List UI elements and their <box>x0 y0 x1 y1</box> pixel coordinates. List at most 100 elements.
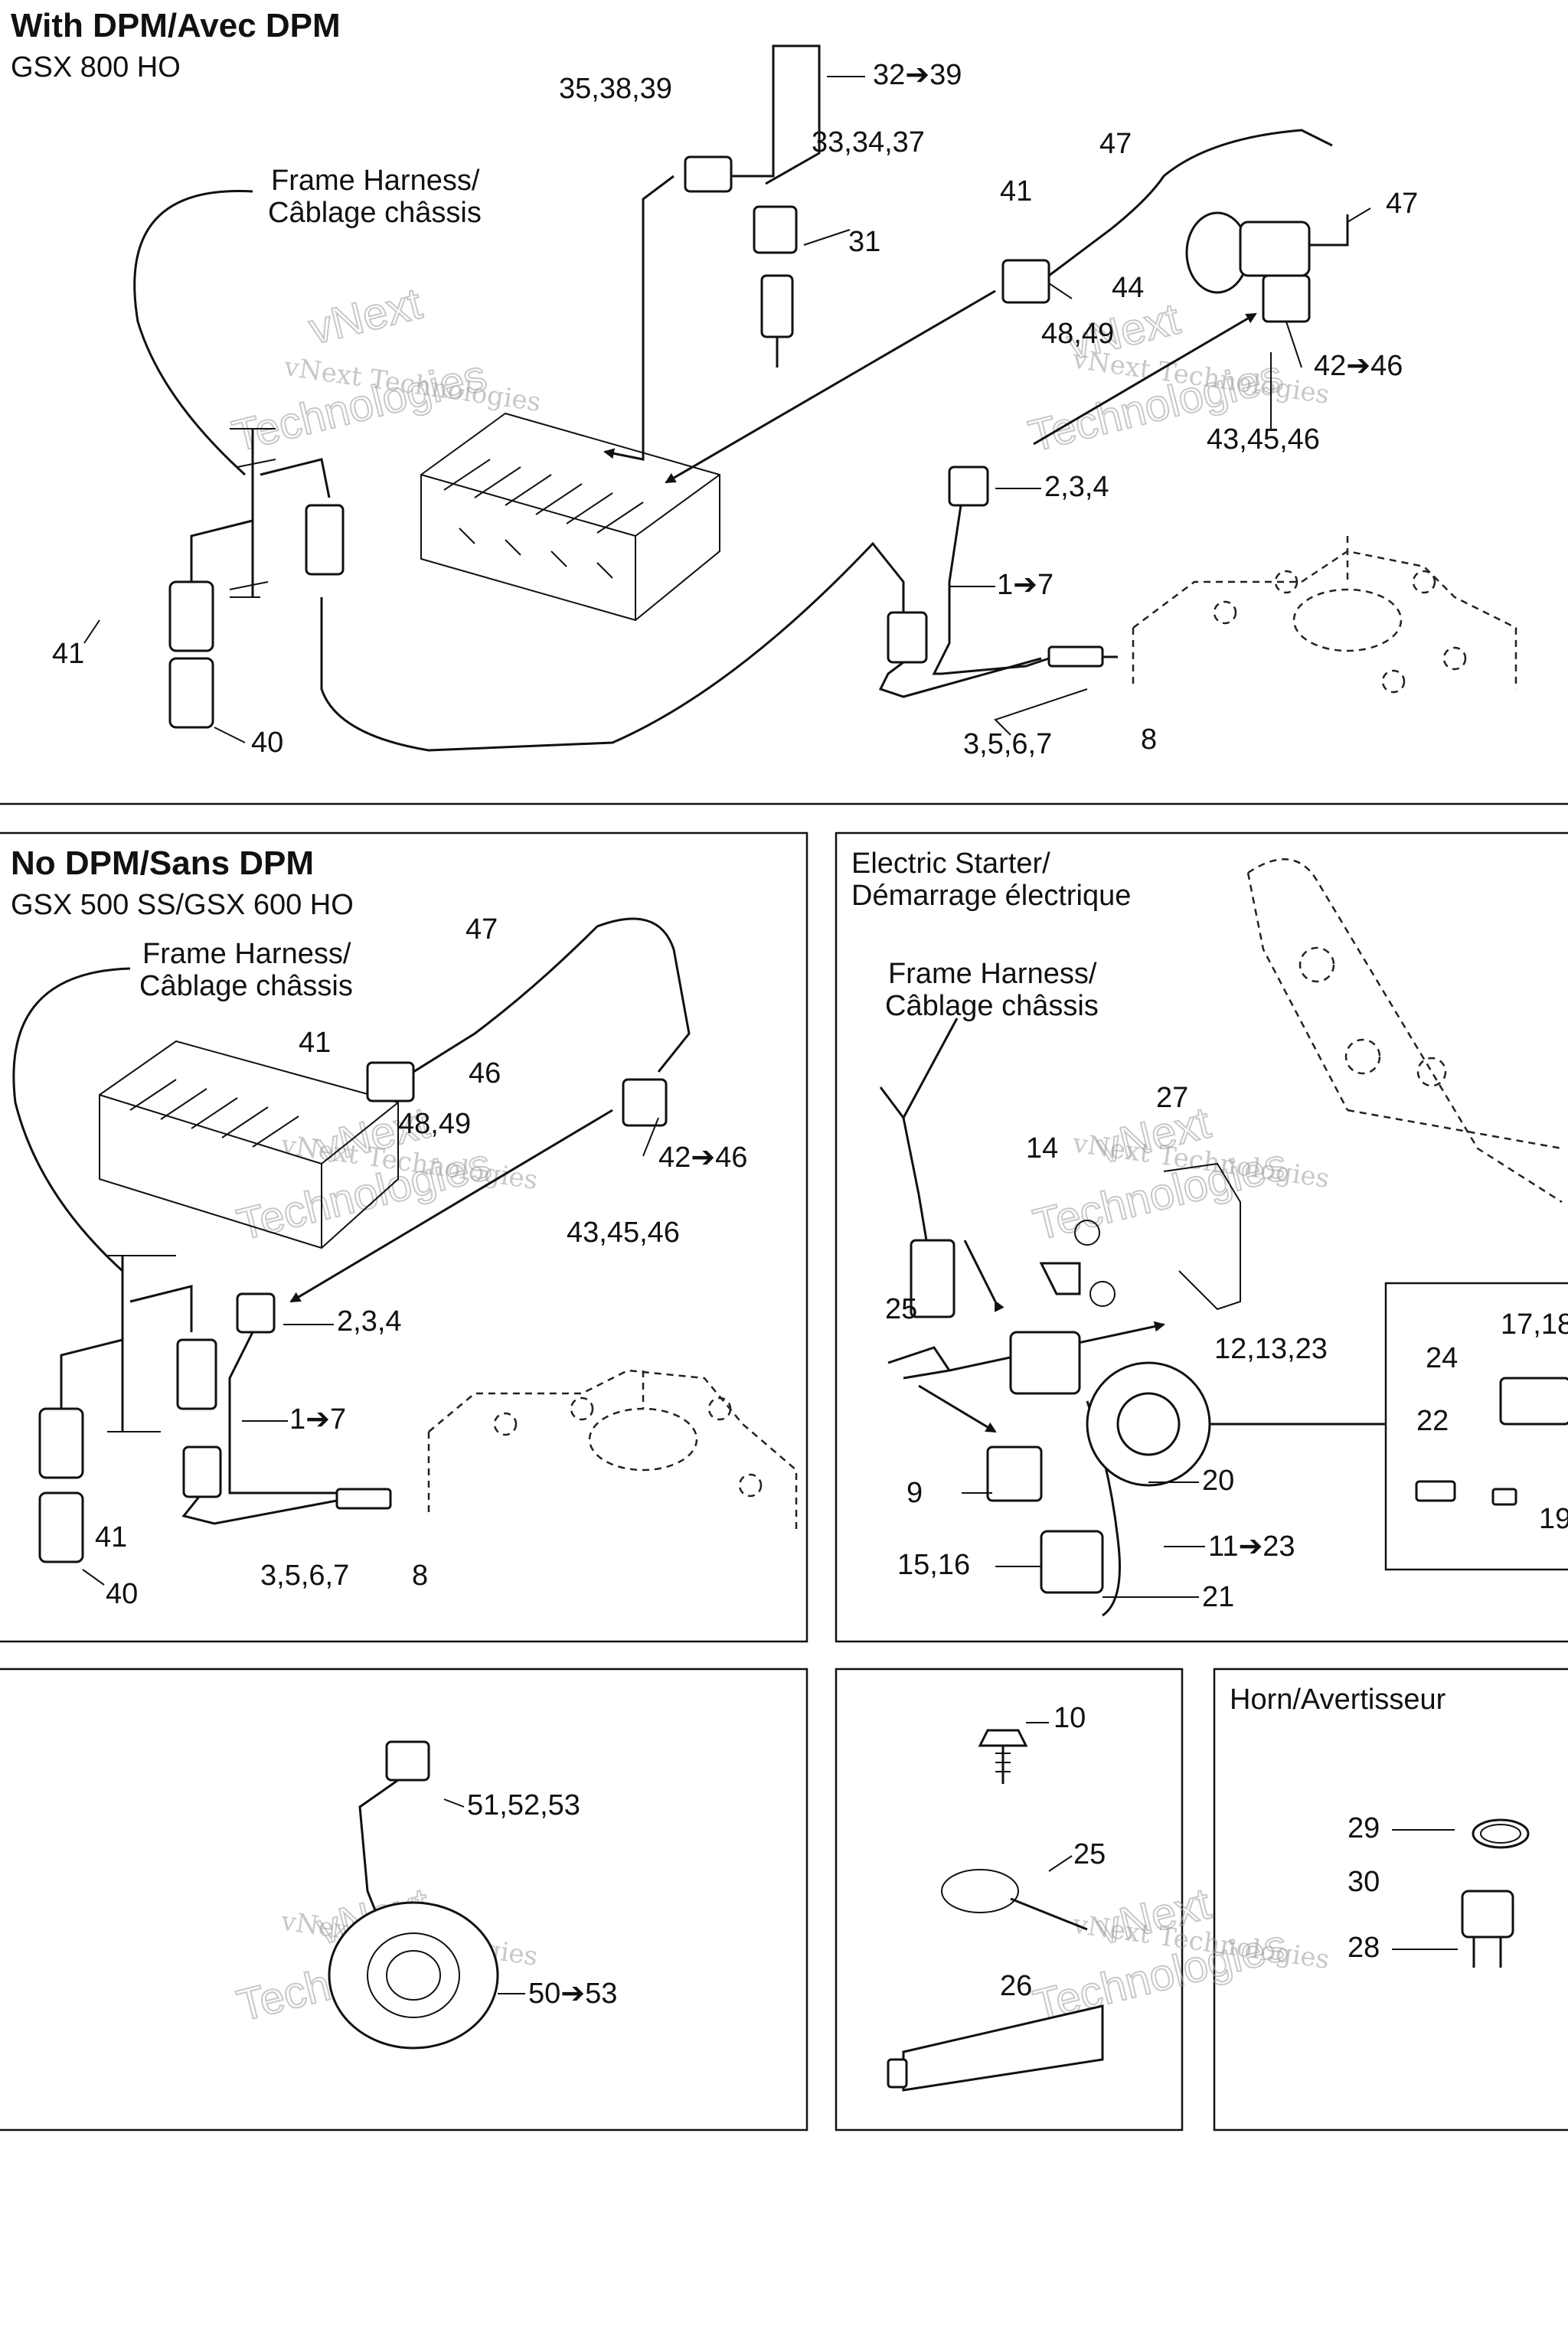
callout-label: 2,3,4 <box>1044 471 1109 503</box>
callout-label: 42➔46 <box>658 1142 747 1174</box>
panel-horn <box>1213 1668 1568 2132</box>
ecu-module-top <box>420 412 720 622</box>
callout-label: 10 <box>1054 1702 1086 1734</box>
frame-harness-label-es-2: Câblage châssis <box>885 990 1099 1022</box>
callout-label: 25 <box>1073 1838 1106 1870</box>
svg-text:vNext: vNext <box>304 279 426 354</box>
callout-label: 35,38,39 <box>559 73 672 105</box>
callout-label: 22 <box>1416 1405 1449 1437</box>
callouts-mid-left: 47 41 46 48,49 42➔46 43,45,46 2,3,4 1➔7 … <box>95 913 747 1610</box>
callout-label: 3,5,6,7 <box>260 1560 349 1592</box>
callout-label: 41 <box>299 1027 331 1059</box>
harness-2-3-4-top <box>878 312 1257 698</box>
harness-2-3-4-mid <box>181 1292 392 1525</box>
callout-label: 46 <box>469 1057 501 1089</box>
callouts-top: 35,38,39 32➔39 33,34,37 31 41 47 47 44 4… <box>52 59 1418 760</box>
callout-label: 24 <box>1426 1342 1458 1374</box>
callout-label: 8 <box>1141 724 1157 756</box>
leader-lines <box>82 76 1458 1994</box>
callout-label: 50➔53 <box>528 1978 617 2010</box>
connector-48-49-top <box>665 129 1333 484</box>
stator-plate <box>328 1740 499 2050</box>
horn-title: Horn/Avertisseur <box>1230 1684 1446 1716</box>
watermark: vNext vNext Technologies Technologies <box>1027 1878 1331 2032</box>
callout-label: 48,49 <box>398 1108 471 1140</box>
callout-label: 33,34,37 <box>812 126 925 158</box>
callout-label: 2,3,4 <box>337 1305 402 1338</box>
callout-label: 43,45,46 <box>1207 423 1320 456</box>
callout-label: 32➔39 <box>873 59 962 91</box>
with-dpm-title: With DPM/Avec DPM <box>11 7 341 44</box>
callout-label: 11➔23 <box>1208 1530 1295 1563</box>
callout-label: 47 <box>1099 128 1132 160</box>
starter-bracket <box>1039 1162 1241 1311</box>
callout-label: 30 <box>1348 1866 1380 1898</box>
callout-label: 3,5,6,7 <box>963 728 1052 760</box>
callout-label: 1➔7 <box>997 569 1054 601</box>
callout-label: 31 <box>848 226 880 258</box>
frame-dashed-es <box>1246 858 1563 1204</box>
fuse-box <box>1415 1377 1568 1506</box>
engine-mid <box>427 1369 798 1531</box>
frame-harness-label-es-1: Frame Harness/ <box>888 958 1097 990</box>
callouts-bottom: 51,52,53 50➔53 10 25 26 29 30 28 <box>467 1702 1380 2010</box>
sensor-47-top <box>1185 211 1349 323</box>
panel-misc-parts <box>835 1668 1184 2132</box>
horn-parts <box>1461 1818 1530 1968</box>
watermark: vNext vNext Technologies Technologies <box>1027 1097 1331 1251</box>
callout-label: 47 <box>466 913 498 946</box>
callout-label: 44 <box>1112 272 1144 304</box>
watermark: vNext vNext Technologies Technologies <box>227 278 542 462</box>
callout-label: 15,16 <box>897 1549 970 1581</box>
frame-harness-label-top-2: Câblage châssis <box>268 197 482 229</box>
grease-tube-26 <box>887 2004 1104 2092</box>
callout-label: 25 <box>885 1293 917 1325</box>
with-dpm-model: GSX 800 HO <box>11 51 181 83</box>
callout-label: 51,52,53 <box>467 1789 580 1821</box>
callout-label: 40 <box>251 727 283 759</box>
no-dpm-title: No DPM/Sans DPM <box>11 844 314 882</box>
callout-label: 41 <box>95 1521 127 1553</box>
callout-label: 14 <box>1026 1132 1058 1165</box>
callout-label: 12,13,23 <box>1214 1333 1328 1365</box>
engine-top <box>1132 536 1517 694</box>
callout-label: 42➔46 <box>1314 350 1403 382</box>
sensor-assembly-top <box>603 44 821 461</box>
callout-label: 1➔7 <box>289 1403 346 1436</box>
callout-label: 9 <box>906 1477 923 1509</box>
callout-label: 47 <box>1386 188 1418 220</box>
callout-label: 17,18 <box>1501 1308 1568 1341</box>
ecu-module-mid <box>99 1040 399 1250</box>
callout-label: 21 <box>1202 1581 1234 1613</box>
screw-10 <box>978 1729 1028 1784</box>
cable-tie-25 <box>941 1869 1088 1931</box>
callout-label: 48,49 <box>1041 318 1114 350</box>
callouts-mid-right: 27 14 25 12,13,23 24 17,18 22 19 9 20 11… <box>885 1082 1568 1613</box>
frame-harness-connector-mid <box>38 1255 217 1563</box>
callout-label: 41 <box>52 638 84 670</box>
callout-label: 29 <box>1348 1812 1380 1844</box>
solenoid-assembly <box>887 1321 1386 1617</box>
callout-label: 26 <box>1000 1970 1032 2002</box>
frame-harness-label-mid-2: Câblage châssis <box>139 970 353 1002</box>
electric-starter-title-2: Démarrage électrique <box>851 880 1131 912</box>
starter-harness <box>879 1018 1004 1318</box>
callout-label: 27 <box>1156 1082 1188 1114</box>
frame-harness-label-mid-1: Frame Harness/ <box>142 938 351 970</box>
panel-electric-starter <box>835 831 1568 1643</box>
panel-fuse-box <box>1384 1282 1568 1571</box>
callout-label: 28 <box>1348 1932 1380 1964</box>
watermark: vNext vNext Technologies Technologies <box>231 1097 539 1251</box>
callout-label: 43,45,46 <box>567 1217 680 1249</box>
callout-label: 20 <box>1202 1465 1234 1497</box>
frame-harness-label-top-1: Frame Harness/ <box>271 165 480 197</box>
callout-label: 19 <box>1539 1503 1568 1535</box>
harness-47-mid <box>289 917 691 1303</box>
no-dpm-model: GSX 500 SS/GSX 600 HO <box>11 889 354 921</box>
frame-harness-connector-top <box>168 428 905 752</box>
callout-label: 8 <box>412 1560 428 1592</box>
callout-label: 40 <box>106 1578 138 1610</box>
panel-mag-sensor <box>0 1668 808 2132</box>
callout-label: 41 <box>1000 175 1032 207</box>
